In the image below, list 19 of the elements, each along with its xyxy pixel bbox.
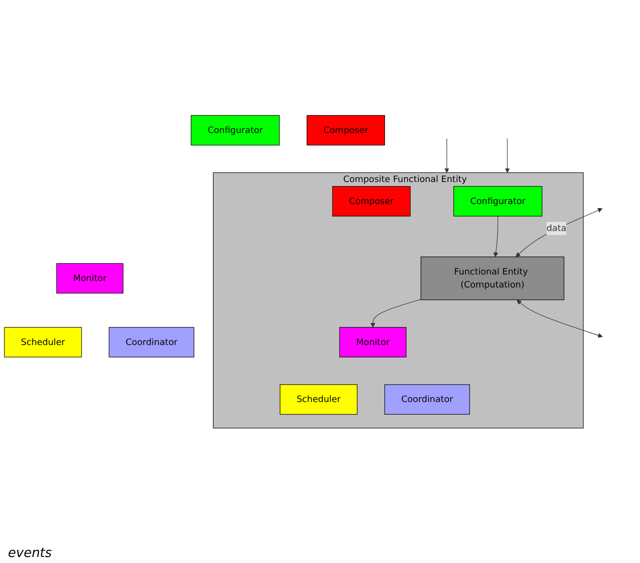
arrow — [516, 300, 603, 338]
arrow — [504, 138, 510, 174]
process-box: Monitor — [339, 327, 406, 358]
edge-label: data — [546, 223, 566, 234]
process-box: Scheduler — [4, 327, 82, 358]
process-box: Coordinator — [384, 384, 470, 415]
process-box: Configurator — [453, 186, 542, 217]
arrow — [493, 216, 498, 258]
process-box: Monitor — [56, 263, 124, 294]
arrow — [516, 208, 603, 258]
process-box: Composer — [306, 115, 385, 146]
note-text: events — [8, 546, 52, 561]
process-box: Coordinator — [108, 327, 194, 358]
process-box: Scheduler — [280, 384, 358, 415]
process-box: Configurator — [190, 115, 280, 146]
process-box: Composer — [332, 186, 411, 217]
arrow — [370, 299, 422, 328]
process-box: Functional Entity (Computation) — [420, 256, 564, 300]
arrow — [444, 138, 450, 174]
